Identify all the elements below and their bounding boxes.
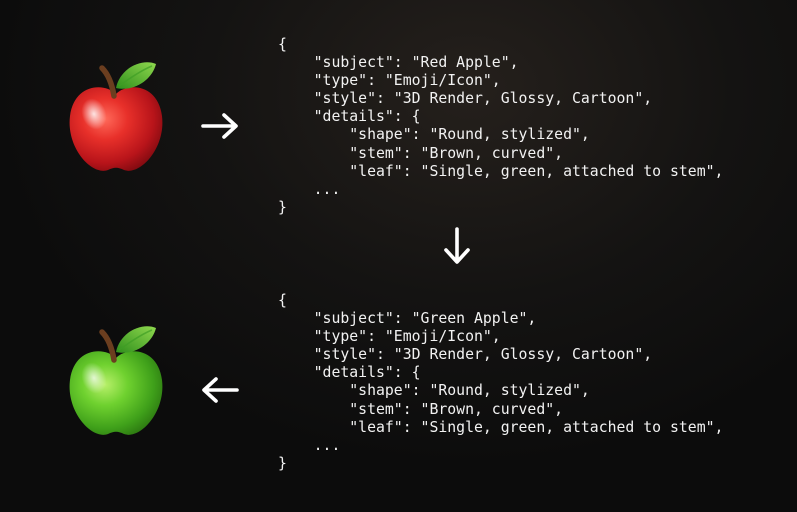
code-line-stem: "stem": "Brown, curved",: [278, 400, 564, 418]
code-line: {: [278, 292, 287, 309]
code-line-ellipsis: ...: [278, 436, 341, 454]
code-line-subject: "subject": "Red Apple",: [278, 54, 519, 72]
code-line-shape: "shape": "Round, stylized",: [278, 382, 590, 400]
code-line: {: [278, 36, 287, 53]
code-line-style: "style": "3D Render, Glossy, Cartoon",: [278, 346, 653, 364]
code-line-details: "details": {: [278, 364, 421, 382]
code-line-subject: "subject": "Green Apple",: [278, 310, 537, 328]
arrow-right-icon: [200, 106, 240, 146]
code-line: }: [278, 198, 287, 216]
code-line-details: "details": {: [278, 108, 421, 126]
code-line: }: [278, 454, 287, 472]
arrow-left-icon: [200, 370, 240, 410]
code-line-stem: "stem": "Brown, curved",: [278, 144, 564, 162]
code-line-shape: "shape": "Round, stylized",: [278, 126, 590, 144]
arrow-down-icon: [437, 226, 477, 266]
green-apple-icon: [64, 322, 168, 438]
green-apple-json-block: { "subject": "Green Apple", "type": "Emo…: [278, 292, 723, 473]
red-apple-json-block: { "subject": "Red Apple", "type": "Emoji…: [278, 36, 723, 217]
code-line-leaf: "leaf": "Single, green, attached to stem…: [278, 162, 724, 180]
code-line-type: "type": "Emoji/Icon",: [278, 328, 501, 346]
red-apple-icon: [64, 58, 168, 174]
code-line-leaf: "leaf": "Single, green, attached to stem…: [278, 418, 724, 436]
code-line-ellipsis: ...: [278, 180, 341, 198]
code-line-type: "type": "Emoji/Icon",: [278, 72, 501, 90]
code-line-style: "style": "3D Render, Glossy, Cartoon",: [278, 90, 653, 108]
